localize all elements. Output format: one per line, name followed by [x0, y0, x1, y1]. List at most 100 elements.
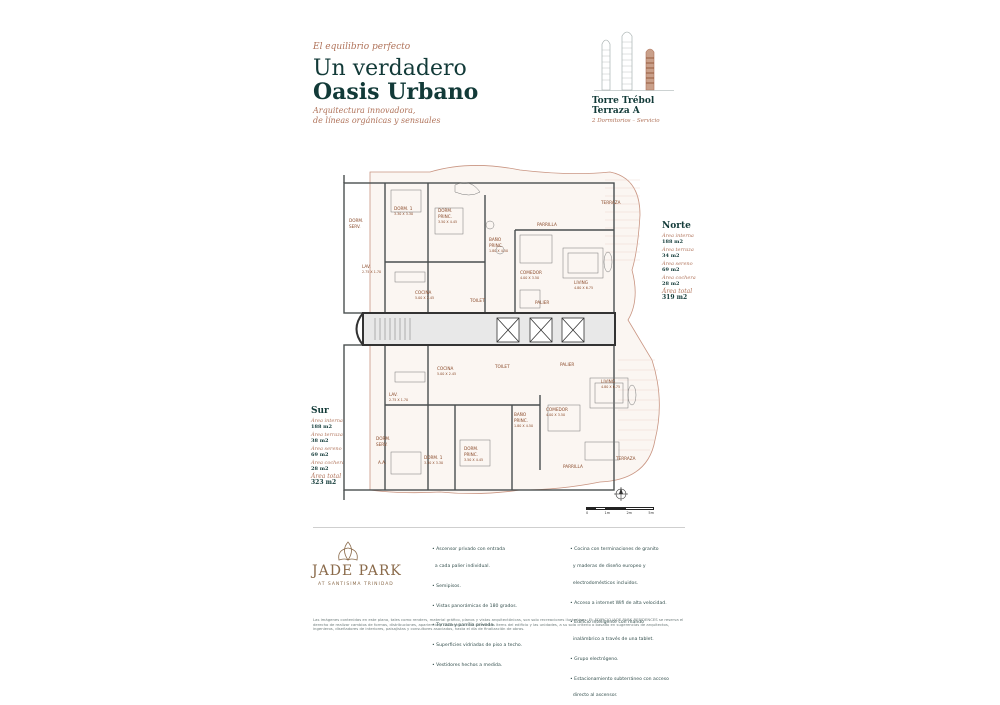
feature-item: • Cocina con terminaciones de granito: [570, 547, 659, 553]
tower-name: Torre Trébol: [592, 96, 655, 106]
room-living-dim: 4.80 X 6.75: [574, 286, 593, 290]
room-comedor-dim: 4.00 X 3.50: [546, 413, 565, 417]
room-dorm1: DORM. 1: [424, 455, 443, 460]
room-bano-princ: PRINC.: [489, 243, 503, 248]
feature-item: inalámbrico a través de una tablet.: [570, 637, 654, 643]
room-comedor-dim: 4.00 X 3.50: [520, 276, 539, 280]
norte-total-value: 319 m2: [662, 294, 688, 301]
norte-area-value: 28 m2: [662, 281, 680, 287]
room-dorm-serv: SERV.: [376, 442, 388, 447]
room-bano-princ: BAÑO: [489, 237, 502, 242]
room-comedor: COMEDOR: [546, 407, 568, 412]
room-dorm-serv: DORM.: [376, 436, 390, 441]
furniture: [390, 182, 637, 475]
norte-panel: Norte Área interna 188 m2 Área terraza 3…: [662, 221, 732, 301]
room-cocina-dim: 5.00 X 2.45: [415, 296, 434, 300]
sur-area-value: 28 m2: [311, 466, 329, 472]
room-bano-dim: 1.80 X 4.50: [514, 424, 533, 428]
feature-item: • Acceso a internet Wifi de alta velocid…: [570, 600, 667, 606]
feature-item: • Ascensor privado con entrada: [432, 547, 506, 553]
room-aa: A.A.: [378, 460, 386, 465]
room-lav-dim: 2.75 X 1.70: [389, 398, 408, 402]
towers-illustration: [594, 31, 674, 91]
subtitle-line2: de líneas orgánicas y sensuales: [313, 116, 441, 125]
sur-total-label: Área total: [311, 473, 342, 480]
subtitle-line1: Arquitectura innovadora,: [313, 106, 416, 115]
feature-item: • Semipisos.: [432, 583, 461, 589]
norte-area-value: 34 m2: [662, 253, 680, 259]
feature-item: a cada palier individual.: [432, 563, 490, 569]
room-lav: LAV.: [389, 392, 398, 397]
room-parrilla: PARRILLA: [537, 222, 557, 227]
room-dorm-princ: PRINC.: [438, 214, 452, 219]
room-living: LIVING: [574, 280, 588, 285]
feature-item: • Estacionamiento subterráneo con acceso: [570, 676, 669, 682]
scale-label: 2m: [626, 511, 633, 515]
tower-unit: Terraza A: [592, 106, 640, 116]
tagline: El equilibrio perfecto: [313, 42, 411, 52]
room-terraza: TERRAZA: [615, 456, 636, 461]
feature-item: • Superficies vidriadas de piso a techo.: [432, 643, 523, 649]
room-dorm1-dim: 3.30 X 3.30: [394, 212, 413, 216]
feature-item: • Grupo electrógeno.: [570, 656, 619, 662]
room-bano-princ: BAÑO: [514, 412, 527, 417]
room-dorm-princ: DORM.: [464, 446, 478, 451]
room-dorm1-dim: 3.30 X 3.30: [424, 461, 443, 465]
feature-item: • Terraza y parrilla privada.: [432, 623, 495, 629]
room-toilet: TOILET: [494, 364, 510, 369]
room-bano-dim: 1.80 X 4.50: [489, 249, 508, 253]
sur-panel: Sur Área interna 188 m2 Área terraza 38 …: [311, 406, 381, 486]
norte-title: Norte: [662, 221, 691, 231]
sur-area-label: Área interna: [311, 418, 343, 424]
room-dorm1: DORM. 1: [394, 206, 413, 211]
scale-labels: 0 1m 2m 5m: [586, 511, 654, 515]
room-parrilla: PARRILLA: [563, 464, 583, 469]
norte-area-label: Área terraza: [662, 247, 694, 253]
room-palier: PALIER: [535, 300, 549, 305]
disclaimer: Las imágenes contenidas en este plano, t…: [313, 617, 684, 632]
scale-label: 1m: [604, 511, 611, 515]
room-lav: LAV.: [362, 264, 371, 269]
room-dorm-princ-dim: 3.50 X 4.45: [438, 220, 457, 224]
page-title-line2: Oasis Urbano: [313, 79, 479, 105]
sur-area-value: 188 m2: [311, 424, 332, 430]
norte-total-label: Área total: [662, 288, 693, 295]
floor-plan: TERRAZA PARRILLA DORM. 1 3.30 X 3.30 DOR…: [343, 165, 660, 500]
sur-area-value: 69 m2: [311, 452, 329, 458]
compass-icon: [614, 487, 628, 501]
room-dorm-princ-dim: 3.50 X 4.45: [464, 458, 483, 462]
room-dorm-princ: PRINC.: [464, 452, 478, 457]
sur-area-label: Área terraza: [311, 432, 343, 438]
page-title-line1: Un verdadero: [313, 56, 467, 81]
room-dorm-serv: DORM.: [349, 218, 363, 223]
room-living: LIVING: [601, 379, 615, 384]
scale-label: 5m: [648, 511, 654, 515]
room-lav-dim: 2.75 X 1.70: [362, 270, 381, 274]
sur-area-label: Área sereno: [311, 446, 342, 452]
sur-total-value: 323 m2: [311, 479, 337, 486]
terrace-deck: [605, 179, 660, 451]
jade-park-logo-icon: [338, 541, 358, 561]
tower-note: 2 Dormitorios – Servicio: [592, 118, 660, 124]
feature-item: directo al ascensor.: [570, 693, 618, 699]
room-cocina: COCINA: [437, 366, 454, 371]
feature-item: y maderas de diseño europeo y: [570, 563, 646, 569]
scale-bar: [586, 507, 654, 510]
divider: [313, 527, 685, 528]
features-left: • Ascensor privado con entrada a cada pa…: [432, 536, 572, 674]
brand-subtitle: AT SANTISIMA TRINIDAD: [318, 582, 394, 587]
norte-area-label: Área cochera: [662, 275, 696, 281]
room-comedor: COMEDOR: [520, 270, 542, 275]
scale-label: 0: [586, 511, 589, 515]
norte-area-value: 69 m2: [662, 267, 680, 273]
norte-area-label: Área sereno: [662, 261, 693, 267]
room-living-dim: 4.80 X 6.75: [601, 385, 620, 389]
sur-area-value: 38 m2: [311, 438, 329, 444]
feature-item: electrodomésticos incluidos.: [570, 580, 639, 586]
stairs: [374, 318, 411, 340]
norte-area-value: 188 m2: [662, 239, 683, 245]
feature-item: • Edificio inteligente con mando: [570, 620, 644, 626]
room-toilet: TOILET: [469, 298, 485, 303]
feature-item: • Vistas panorámicas de 180 grados.: [432, 603, 518, 609]
sur-title: Sur: [311, 406, 329, 416]
